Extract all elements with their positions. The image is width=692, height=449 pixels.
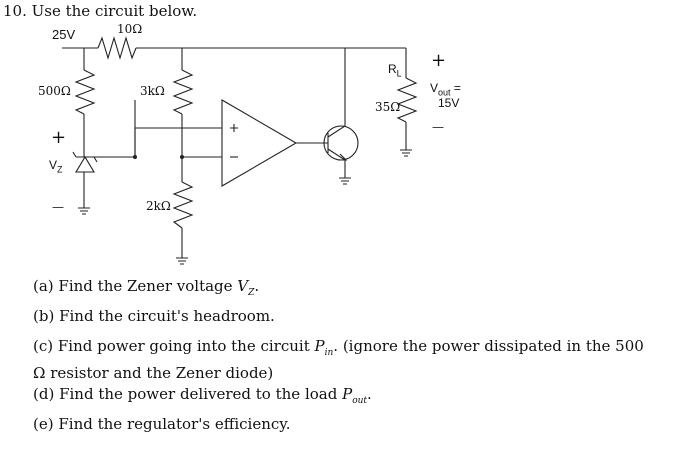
vout-minus-sign: — [432,120,444,134]
question-d: (d) Find the power delivered to the load… [33,385,372,406]
zener-diode-triangle [75,155,95,173]
vout-value: 15V [438,96,460,110]
ground-emitter [339,177,351,185]
zener-voltage-label: VZ [49,158,63,175]
node-dot-zener [133,155,137,159]
r35-label: 35Ω [375,100,401,114]
transistor-collector [327,48,346,138]
transistor-emitter [327,148,346,178]
resistor-2k [172,181,194,229]
zener-minus-sign: — [52,200,64,214]
source-voltage-label: 25V [52,27,76,42]
r3k-label: 3kΩ [140,84,165,98]
wire-vz-node [84,100,136,158]
op-amp-body [221,99,298,187]
wire-noninverting-input [134,127,222,157]
question-e: (e) Find the regulator's efficiency. [33,415,291,433]
problem-heading: 10. Use the circuit below. [3,2,198,20]
r500-label: 500Ω [38,84,71,98]
vout-plus-sign: + [431,50,447,71]
question-a: (a) Find the Zener voltage VZ. [33,277,260,298]
rl-label: RL [388,62,402,79]
resistor-3k [172,69,194,115]
ground-2k [176,257,188,265]
resistor-10ohm [97,36,137,60]
transistor-emitter-arrow [338,153,348,161]
question-c: (c) Find power going into the circuit Pi… [33,337,644,382]
zener-plus-sign: + [51,127,67,148]
op-amp-plus-sign [230,124,238,132]
r10-label: 10Ω [117,22,143,36]
r2k-label: 2kΩ [146,199,171,213]
ground-zener [78,207,90,215]
vout-label: Vout = [430,81,461,98]
question-b: (b) Find the circuit's headroom. [33,307,275,325]
resistor-500ohm [74,69,96,115]
resistor-rl-35ohm [396,77,418,123]
node-dot-divider [180,155,184,159]
ground-load [400,149,412,157]
